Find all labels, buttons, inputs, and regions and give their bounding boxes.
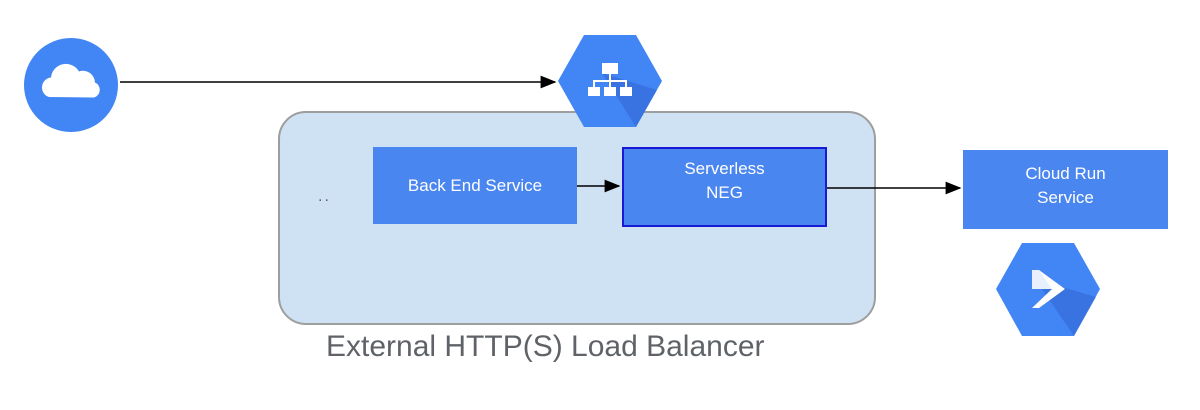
- load-balancing-icon: [557, 33, 663, 129]
- backend-service-box: Back End Service: [373, 147, 577, 224]
- ellipsis-text: ..: [318, 188, 331, 205]
- cloud-run-icon: [995, 241, 1101, 338]
- load-balancer-label: External HTTP(S) Load Balancer: [326, 330, 765, 363]
- cloud-run-service-box: Cloud Run Service: [963, 150, 1168, 229]
- serverless-neg-box: Serverless NEG: [622, 147, 827, 227]
- cloud-icon: [22, 37, 120, 133]
